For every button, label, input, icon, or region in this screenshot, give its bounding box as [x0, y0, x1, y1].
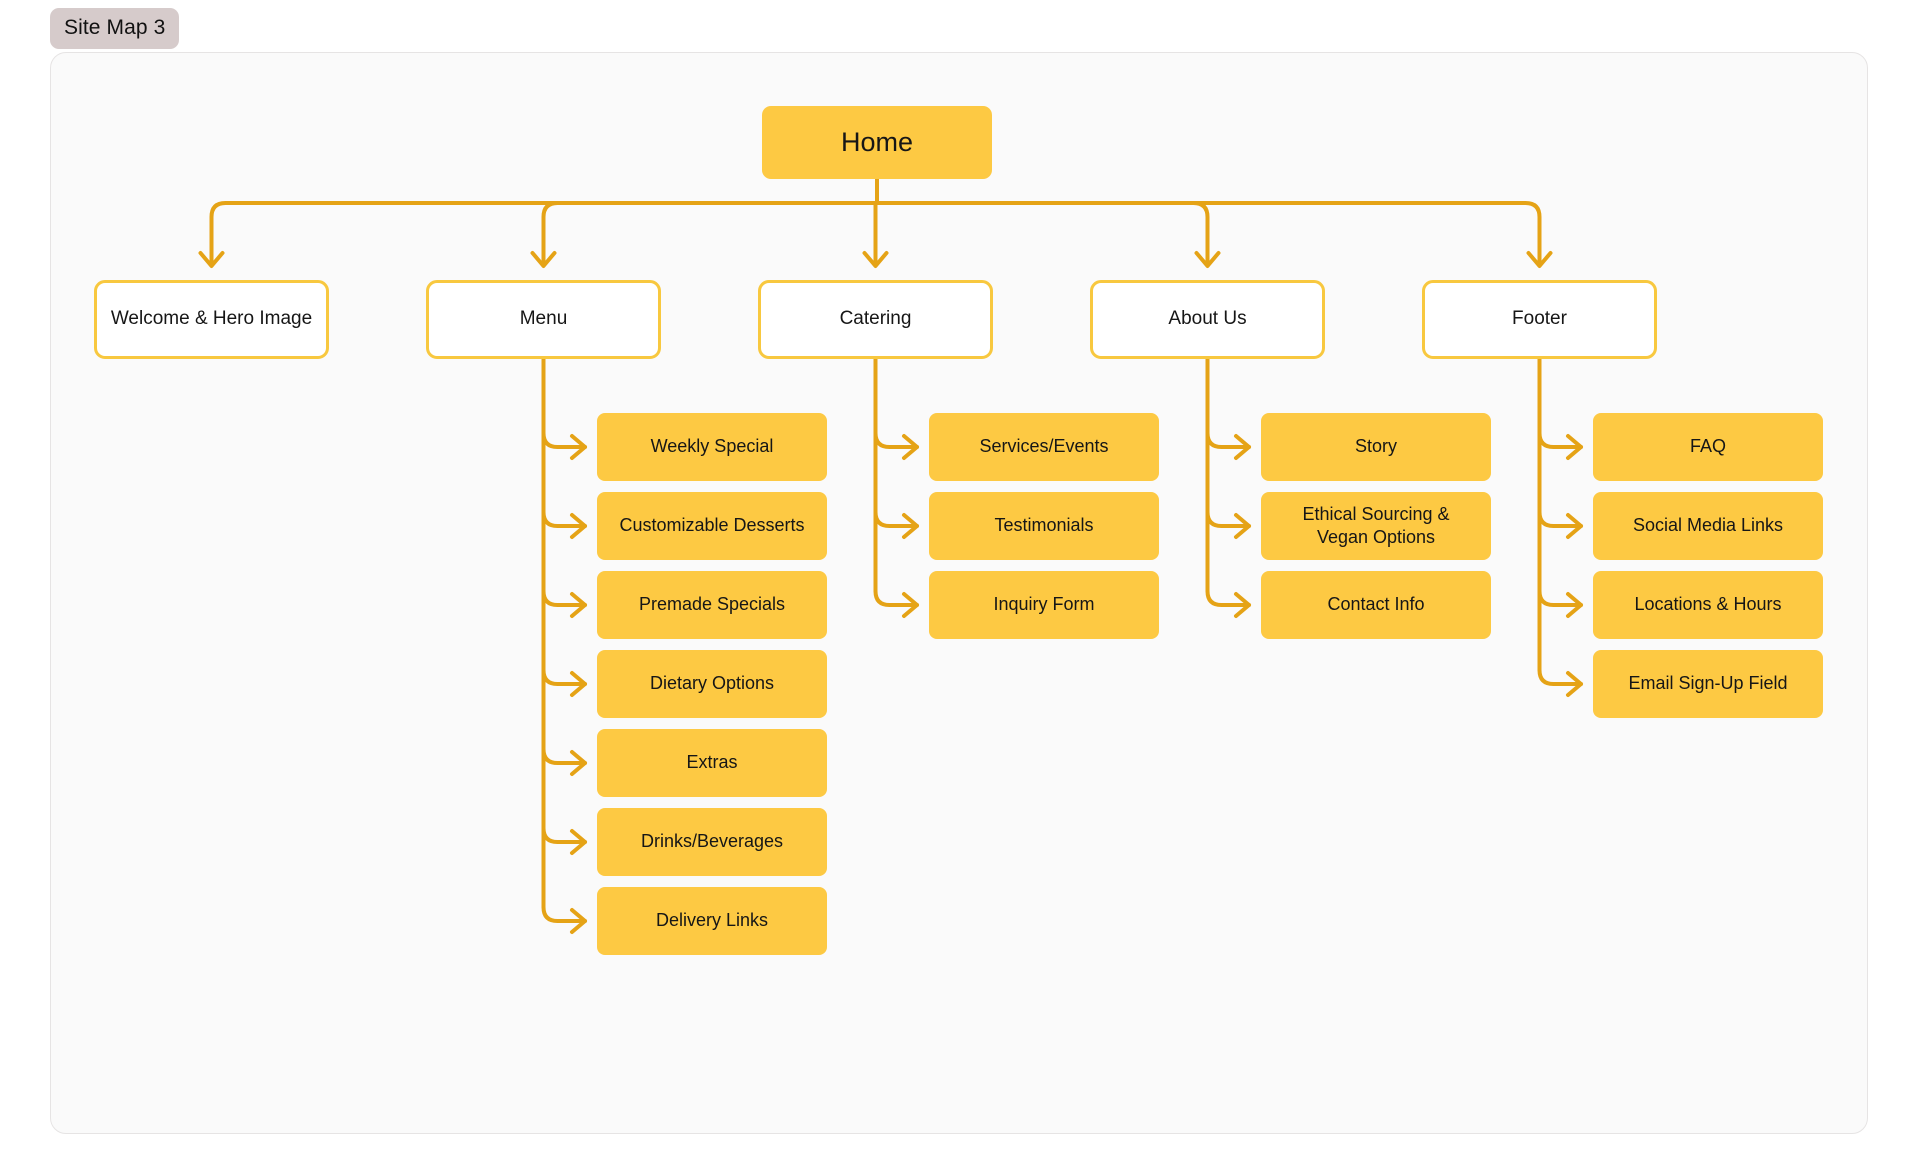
- edge-catering-to-inquiry-form: [873, 589, 919, 607]
- node-label: Customizable Desserts: [619, 515, 805, 536]
- arrowhead-down: [198, 251, 225, 268]
- node-services-events[interactable]: Services/Events: [929, 413, 1159, 481]
- arrowhead-down: [862, 251, 889, 268]
- node-label: Premade Specials: [638, 594, 786, 615]
- node-premade-specials[interactable]: Premade Specials: [597, 571, 827, 639]
- node-label: Testimonials: [994, 515, 1094, 536]
- node-label: Dietary Options: [649, 673, 775, 694]
- node-extras[interactable]: Extras: [597, 729, 827, 797]
- arrowhead-down: [1194, 251, 1221, 268]
- node-about-us[interactable]: About Us: [1090, 280, 1325, 359]
- node-menu[interactable]: Menu: [426, 280, 661, 359]
- edge-home-to-menu: [541, 201, 879, 265]
- node-label: Social Media Links: [1632, 515, 1784, 536]
- edge-menu-to-weekly-special: [541, 431, 587, 449]
- node-social-media-links[interactable]: Social Media Links: [1593, 492, 1823, 560]
- arrowhead-down: [1526, 251, 1553, 268]
- node-ethical-sourcing[interactable]: Ethical Sourcing & Vegan Options: [1261, 492, 1491, 560]
- edge-home-to-about-us: [875, 201, 1210, 265]
- node-label: About Us: [1168, 308, 1247, 330]
- node-inquiry-form[interactable]: Inquiry Form: [929, 571, 1159, 639]
- edge-menu-to-customizable-desserts: [541, 510, 587, 528]
- node-weekly-special[interactable]: Weekly Special: [597, 413, 827, 481]
- edge-footer-to-social-media-links: [1537, 510, 1583, 528]
- node-customizable-desserts[interactable]: Customizable Desserts: [597, 492, 827, 560]
- edge-about-us-to-contact-info: [1205, 589, 1251, 607]
- edge-footer-to-locations-hours: [1537, 589, 1583, 607]
- node-label: Home: [840, 127, 914, 158]
- node-contact-info[interactable]: Contact Info: [1261, 571, 1491, 639]
- arrowhead-right: [570, 829, 587, 855]
- node-welcome[interactable]: Welcome & Hero Image: [94, 280, 329, 359]
- arrowhead-right: [1234, 592, 1251, 618]
- node-label: FAQ: [1689, 436, 1726, 457]
- node-locations-hours[interactable]: Locations & Hours: [1593, 571, 1823, 639]
- node-label: Story: [1354, 436, 1397, 457]
- arrowhead-right: [1566, 513, 1583, 539]
- node-label: Services/Events: [979, 436, 1109, 457]
- node-footer[interactable]: Footer: [1422, 280, 1657, 359]
- edge-menu-to-dietary-options: [541, 668, 587, 686]
- edge-about-us-to-ethical-sourcing: [1205, 510, 1251, 528]
- node-label: Contact Info: [1327, 594, 1425, 615]
- arrowhead-right: [570, 671, 587, 697]
- node-story[interactable]: Story: [1261, 413, 1491, 481]
- edge-menu-to-drinks-beverages: [541, 826, 587, 844]
- node-email-signup-field[interactable]: Email Sign-Up Field: [1593, 650, 1823, 718]
- node-label: Inquiry Form: [993, 594, 1095, 615]
- edge-menu-to-delivery-links: [541, 905, 587, 923]
- arrowhead-right: [1566, 434, 1583, 460]
- arrowhead-right: [570, 513, 587, 539]
- arrowhead-right: [570, 908, 587, 934]
- node-label: Welcome & Hero Image: [110, 308, 313, 330]
- node-delivery-links[interactable]: Delivery Links: [597, 887, 827, 955]
- node-catering[interactable]: Catering: [758, 280, 993, 359]
- arrowhead-right: [902, 592, 919, 618]
- node-label: Drinks/Beverages: [640, 831, 784, 852]
- edge-catering-to-testimonials: [873, 510, 919, 528]
- edge-menu-to-premade-specials: [541, 589, 587, 607]
- arrowhead-down: [530, 251, 557, 268]
- edge-menu-to-extras: [541, 747, 587, 765]
- node-label: Delivery Links: [655, 910, 769, 931]
- arrowhead-right: [570, 434, 587, 460]
- arrowhead-right: [570, 592, 587, 618]
- arrowhead-right: [1234, 513, 1251, 539]
- arrowhead-right: [1566, 592, 1583, 618]
- node-dietary-options[interactable]: Dietary Options: [597, 650, 827, 718]
- edge-footer-to-faq: [1537, 431, 1583, 449]
- node-testimonials[interactable]: Testimonials: [929, 492, 1159, 560]
- node-faq[interactable]: FAQ: [1593, 413, 1823, 481]
- arrowhead-right: [902, 434, 919, 460]
- node-label: Locations & Hours: [1634, 594, 1782, 615]
- edge-catering-to-services-events: [873, 431, 919, 449]
- edge-footer-to-email-signup-field: [1537, 668, 1583, 686]
- arrowhead-right: [902, 513, 919, 539]
- arrowhead-right: [570, 750, 587, 776]
- node-label: Menu: [519, 308, 568, 330]
- node-label: Ethical Sourcing & Vegan Options: [1302, 503, 1450, 547]
- edge-about-us-to-story: [1205, 431, 1251, 449]
- edge-home-to-welcome: [209, 201, 879, 265]
- node-label: Extras: [686, 752, 738, 773]
- node-label: Weekly Special: [650, 436, 774, 457]
- node-drinks-beverages[interactable]: Drinks/Beverages: [597, 808, 827, 876]
- node-home[interactable]: Home: [762, 106, 992, 179]
- arrowhead-right: [1234, 434, 1251, 460]
- node-label: Email Sign-Up Field: [1628, 673, 1788, 694]
- arrowhead-right: [1566, 671, 1583, 697]
- edge-home-to-footer: [875, 201, 1542, 265]
- page-title-badge: Site Map 3: [50, 8, 180, 49]
- node-label: Catering: [839, 308, 912, 330]
- node-label: Footer: [1512, 308, 1567, 330]
